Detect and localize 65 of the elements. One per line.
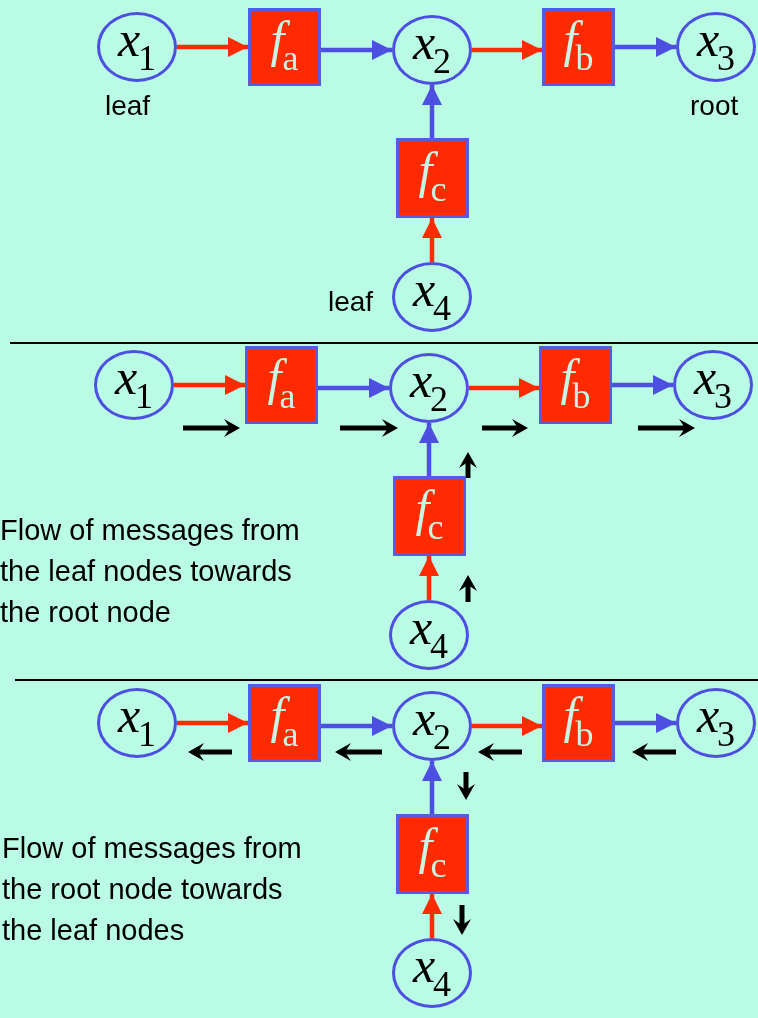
variable-node (392, 262, 472, 332)
variable-symbol: x$_{4}$ (412, 940, 452, 1002)
variable-node (389, 353, 469, 423)
variable-symbol: x$_{3}$ (696, 690, 736, 752)
variable-node (97, 688, 177, 758)
variable-symbol: x$_{2}$ (412, 17, 452, 79)
variable-symbol: x$_{2}$ (409, 355, 449, 417)
factor-node (542, 8, 615, 86)
factor-node (539, 346, 612, 424)
factor-symbol: f$_{b}$ (563, 690, 594, 752)
factor-node (248, 684, 321, 762)
variable-node (392, 15, 472, 85)
arrow (615, 712, 676, 734)
caption-text: Flow of messages from the root node towards the leaf nodes (2, 831, 303, 948)
variable-symbol: x$_{4}$ (412, 264, 452, 326)
node-annotation: root (690, 92, 739, 120)
factor-symbol: f$_{c}$ (418, 821, 447, 883)
node-annotation: leaf (328, 288, 374, 316)
factor-symbol: f$_{b}$ (563, 14, 594, 76)
factor-node (396, 138, 469, 218)
factor-node (248, 8, 321, 86)
variable-node (94, 350, 174, 420)
factor-node (393, 476, 466, 556)
caption-text: Flow of messages from the leaf nodes towards the root node (0, 513, 301, 630)
factor-symbol: f$_{a}$ (270, 14, 299, 76)
factor-symbol: f$_{a}$ (270, 690, 299, 752)
node-annotation: leaf (105, 92, 151, 120)
variable-node (97, 12, 177, 82)
variable-symbol: x$_{3}$ (693, 352, 733, 414)
variable-symbol: x$_{1}$ (117, 14, 157, 76)
variable-node (392, 691, 472, 761)
factor-node (245, 346, 318, 424)
variable-symbol: x$_{1}$ (117, 690, 157, 752)
arrow (421, 218, 443, 262)
arrow (472, 39, 542, 61)
arrow (321, 715, 392, 737)
factor-symbol: f$_{a}$ (267, 352, 296, 414)
variable-node (676, 688, 756, 758)
variable-symbol: x$_{2}$ (412, 693, 452, 755)
variable-symbol: x$_{3}$ (696, 14, 736, 76)
arrow (612, 374, 673, 396)
arrow (421, 761, 443, 814)
arrow (421, 894, 443, 938)
factor-node (542, 684, 615, 762)
arrow (418, 556, 440, 600)
factor-symbol: f$_{b}$ (560, 352, 591, 414)
variable-node (673, 350, 753, 420)
factor-node (396, 814, 469, 894)
arrow (421, 85, 443, 138)
arrow (615, 36, 676, 58)
variable-node (676, 12, 756, 82)
arrow (472, 715, 542, 737)
arrow (321, 39, 392, 61)
arrow (174, 374, 245, 396)
arrow (177, 712, 248, 734)
factor-symbol: f$_{c}$ (418, 145, 447, 207)
arrow (318, 377, 389, 399)
arrow (418, 423, 440, 476)
factor-symbol: f$_{c}$ (415, 483, 444, 545)
arrow (177, 36, 248, 58)
variable-node (392, 938, 472, 1008)
variable-symbol: x$_{1}$ (114, 352, 154, 414)
variable-node (389, 600, 469, 670)
arrow (469, 377, 539, 399)
variable-symbol: x$_{4}$ (409, 602, 449, 664)
